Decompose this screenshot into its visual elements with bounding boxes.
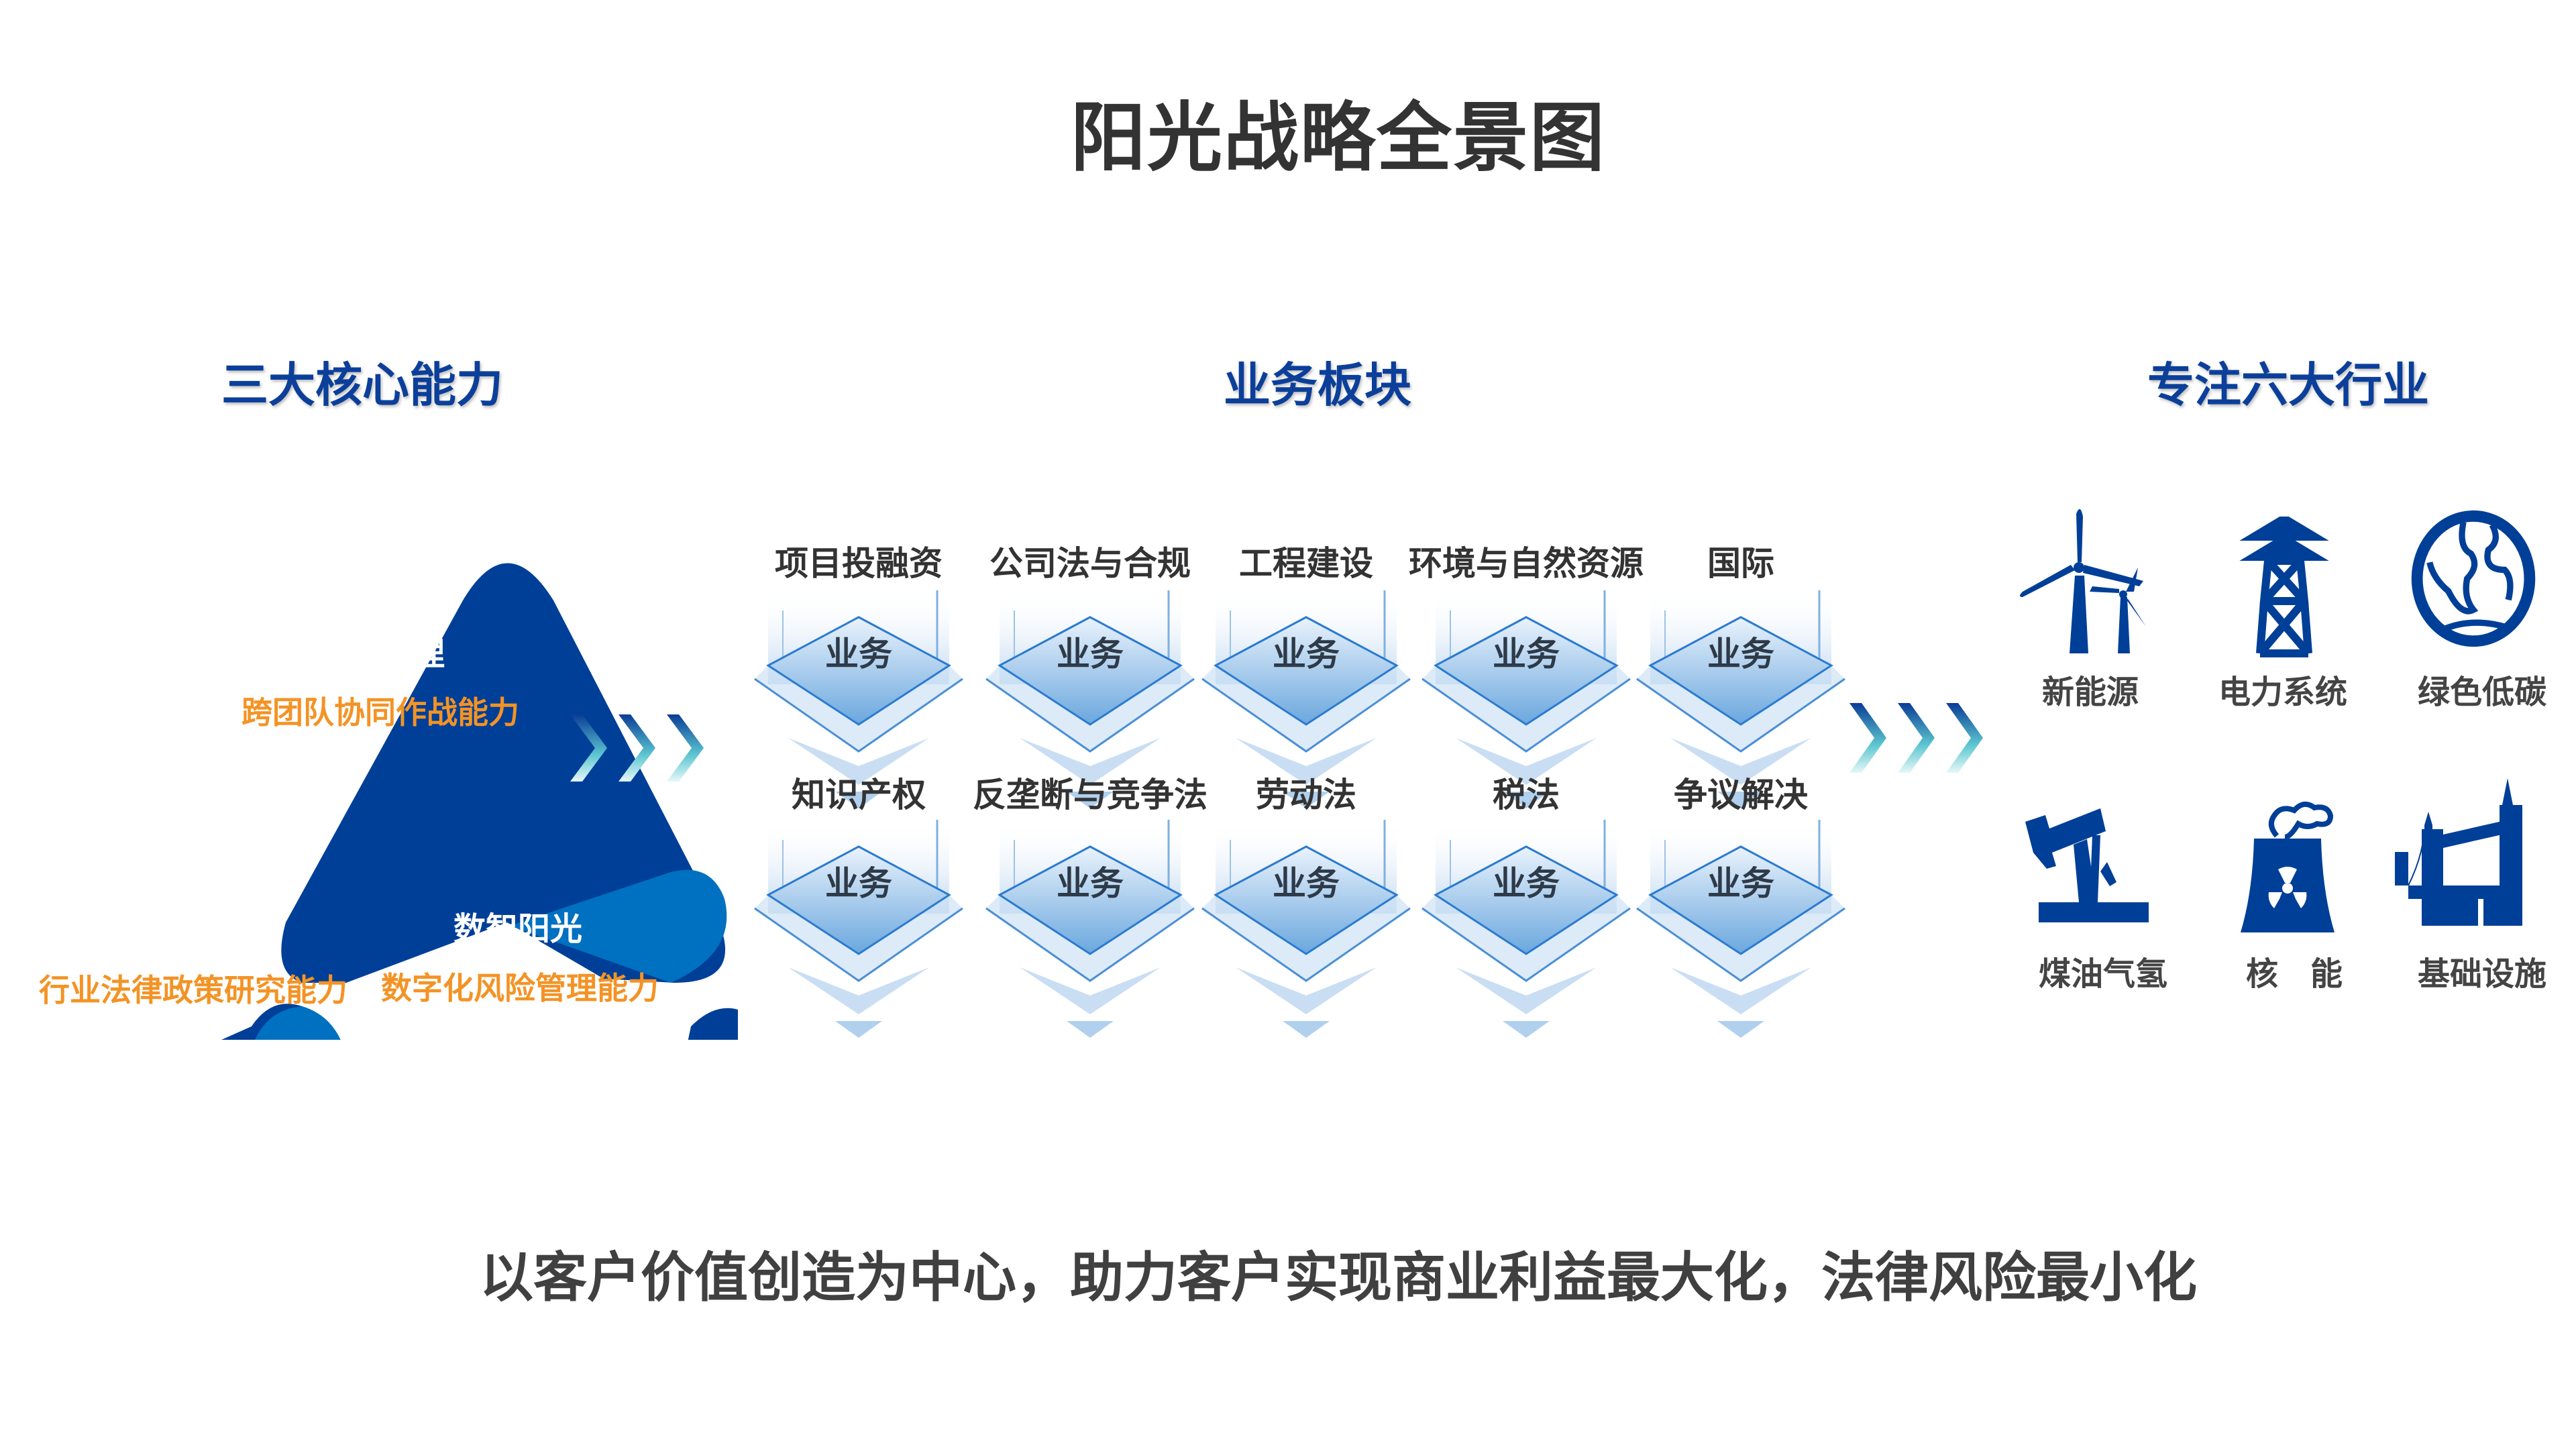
nuclear-plant-icon [2241,801,2334,932]
capability-ability: 行业法律政策研究能力 [39,972,347,1008]
business-block[interactable]: 业务 [1415,590,1637,812]
business-title: 劳动法 [1256,775,1356,814]
business-block[interactable]: 业务 [1630,820,1851,1041]
diamond-arrow-icon [1201,820,1411,1038]
bridge-icon [2395,778,2522,926]
triangle-ere [221,1004,341,1040]
diamond-arrow-icon [1636,590,1845,808]
diamond-arrow-icon [1421,820,1631,1038]
capability-ability: 数字化风险管理能力 [381,970,659,1006]
business-suffix: 业务 [1707,864,1774,903]
business-title: 环境与自然资源 [1409,544,1644,583]
slogan: 以客户价值创造为中心，助力客户实现商业利益最大化，法律风险最小化 [480,1246,2197,1309]
section-title-industries: 专注六大行业 [2147,358,2429,413]
section-title-business: 业务板块 [1224,358,1411,413]
business-suffix: 业务 [1273,864,1340,903]
industry-label: 电力系统 [2218,674,2347,711]
diamond-arrow-icon [1201,590,1411,808]
business-block[interactable]: 业务 [748,820,969,1041]
wind-turbine-icon [2020,508,2146,653]
business-title: 工程建设 [1239,544,1373,583]
business-suffix: 业务 [1057,864,1124,903]
chevron-arrows-icon [570,714,704,782]
diamond-arrow-icon [754,590,963,808]
business-block[interactable]: 业务 [1630,590,1851,812]
industry-label: 新能源 [2041,674,2139,711]
business-title: 知识产权 [792,775,926,814]
business-title: 国际 [1707,544,1774,583]
business-title: 反垄断与竞争法 [973,775,1208,814]
oil-pump-icon [2025,808,2149,922]
diamond-arrow-icon [1636,820,1845,1038]
industry-label: 核 能 [2245,955,2343,993]
business-block[interactable]: 业务 [1415,820,1637,1041]
diamond-arrow-icon [985,820,1195,1038]
power-tower-icon [2239,517,2329,657]
capability-triangles [221,563,738,1040]
triangle-digital [688,1008,738,1040]
business-title: 项目投融资 [775,544,943,583]
business-title: 税法 [1493,775,1560,814]
business-suffix: 业务 [1707,635,1774,674]
diamond-arrow-icon [1421,590,1631,808]
page-title: 阳光战略全景图 [1071,95,1606,182]
diamond-arrow-icon [985,590,1195,808]
industry-label: 煤油气氢 [2038,955,2167,993]
business-suffix: 业务 [1273,635,1340,674]
capability-name: 项目管理 [315,635,445,673]
chevron-arrows-icon [1849,703,1983,773]
business-title: 争议解决 [1674,775,1808,814]
globe-icon [2411,510,2536,647]
capability-name: ERE研发 [126,914,260,951]
business-block[interactable]: 业务 [748,590,969,812]
business-suffix: 业务 [1057,635,1124,674]
business-block[interactable]: 业务 [1195,590,1417,812]
business-block[interactable]: 业务 [979,590,1201,812]
business-suffix: 业务 [825,864,892,903]
capability-ability: 跨团队协同作战能力 [241,694,519,731]
business-suffix: 业务 [1493,864,1560,903]
capability-name: 数智阳光 [453,910,582,948]
business-suffix: 业务 [1493,635,1560,674]
business-block[interactable]: 业务 [979,820,1201,1041]
diamond-arrow-icon [754,820,963,1038]
business-title: 公司法与合规 [989,544,1191,583]
business-suffix: 业务 [825,635,892,674]
section-title-capabilities: 三大核心能力 [221,358,503,413]
triangle-project-management [281,563,727,983]
industry-label: 绿色低碳 [2417,674,2546,711]
business-block[interactable]: 业务 [1195,820,1417,1041]
industry-label: 基础设施 [2417,955,2546,993]
